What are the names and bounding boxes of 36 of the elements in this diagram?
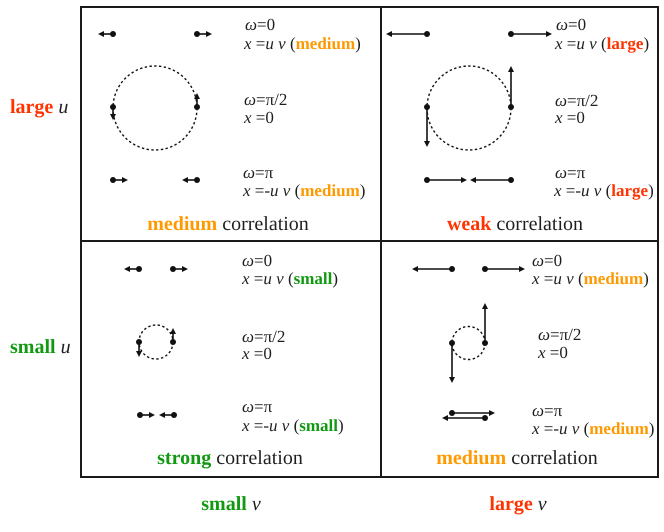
- correlation-caption: weak correlation: [446, 213, 584, 235]
- column-label: large v: [489, 493, 547, 515]
- product-label: x =-u v (large): [554, 180, 654, 200]
- product-label: x =0: [242, 344, 272, 362]
- phase-label: ω=π/2: [555, 90, 598, 110]
- correlation-caption: medium correlation: [147, 213, 309, 235]
- grid-cell: [380, 6, 659, 242]
- product-label: x =-u v (medium): [243, 180, 366, 200]
- phase-label: ω=π: [242, 396, 272, 416]
- product-label: x =0: [555, 108, 585, 126]
- phase-label: ω=π/2: [538, 324, 582, 344]
- grid-cell: [80, 6, 382, 242]
- phase-label: ω=π/2: [242, 326, 286, 346]
- product-label: x =0: [244, 108, 274, 126]
- phase-label: ω=π: [555, 162, 586, 182]
- row-label: large u: [10, 96, 68, 118]
- product-label: x =-u v (small): [242, 416, 344, 434]
- phase-label: ω=0: [532, 250, 562, 270]
- product-label: x =u v (medium): [532, 268, 649, 288]
- grid-cell: [380, 240, 659, 478]
- product-label: x =0: [538, 342, 568, 362]
- row-label: small u: [10, 336, 71, 358]
- column-label: small v: [201, 493, 261, 515]
- product-label: x =u v (medium): [244, 34, 361, 52]
- grid-cell: [80, 240, 382, 478]
- correlation-caption: strong correlation: [157, 447, 303, 469]
- product-label: x =u v (large): [555, 34, 650, 52]
- product-label: x =-u v (medium): [532, 418, 654, 438]
- phase-label: ω=0: [245, 14, 276, 34]
- phase-label: ω=π: [243, 162, 274, 182]
- phase-label: ω=π/2: [244, 90, 288, 108]
- product-label: x =u v (small): [242, 268, 338, 288]
- phase-label: ω=0: [242, 250, 272, 270]
- correlation-caption: medium correlation: [436, 447, 598, 469]
- phase-label: ω=π: [532, 400, 562, 420]
- phase-label: ω=0: [556, 14, 586, 34]
